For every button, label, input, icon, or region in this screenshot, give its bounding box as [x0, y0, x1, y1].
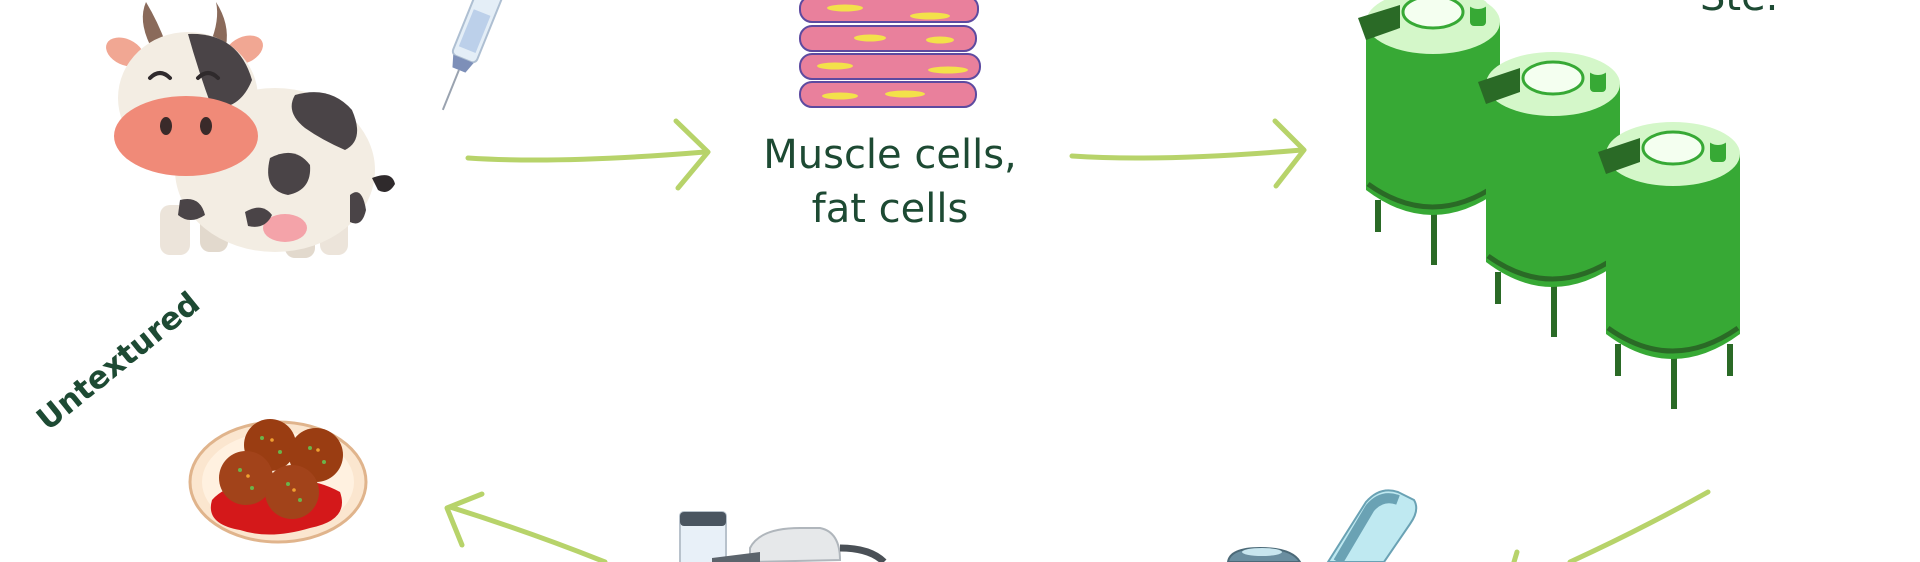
arrow-to-meatballs — [444, 491, 608, 562]
cow-icon — [106, 2, 395, 258]
meatballs-plate-icon — [188, 419, 368, 544]
label-line-2: fat cells — [811, 186, 969, 232]
mixer-machine-icon — [1226, 489, 1418, 562]
partial-top-right-label: Ste. — [1700, 0, 1778, 20]
arrow-tanks-down — [1511, 489, 1711, 562]
arrow-cells-to-tanks — [1069, 118, 1307, 189]
arrow-cow-to-cells — [465, 118, 711, 191]
muscle-cells-icon — [799, 0, 981, 108]
bioreactor-tanks-icon — [1358, 0, 1740, 409]
syringe-icon — [441, 0, 509, 111]
muscle-fat-cells-label: Muscle cells, fat cells — [740, 128, 1040, 236]
label-line-1: Muscle cells, — [763, 132, 1017, 178]
extruder-machine-icon — [679, 511, 887, 562]
